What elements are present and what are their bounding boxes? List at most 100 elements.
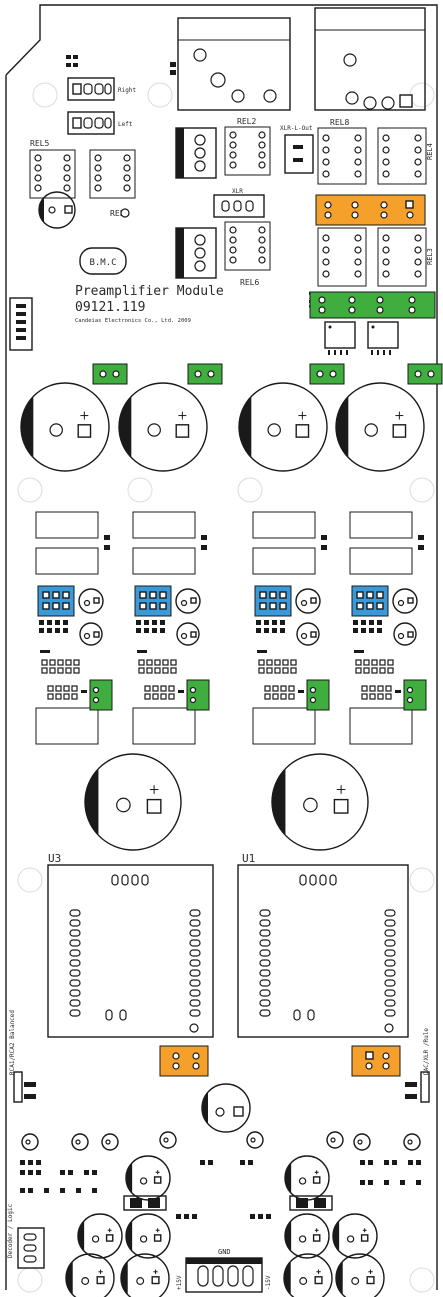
power-section-capacitors [20,1131,421,1297]
small-capacitor [296,622,320,646]
smd-component [240,1160,245,1165]
ic-pin [105,1009,113,1021]
board-copyright: Candeias Electronics Co., Ltd. 2009 [75,318,191,324]
relay-rel6: REL6 [224,221,271,287]
board-title: Preamplifier Module [75,284,224,299]
terminal-block-1 [175,127,217,179]
ic-pin [69,1009,81,1017]
ic-pin [189,919,201,927]
ic-pin [307,1009,315,1021]
smd-component [384,1180,389,1185]
label-xlr-out: XLR-L-Out [280,125,313,132]
green-header-top [309,291,436,319]
channel-modules [35,511,427,745]
smd-component [368,1160,373,1165]
ic-pin [299,874,307,886]
big-capacitor-4 [335,382,425,472]
soic-chip-1 [324,321,356,355]
small-capacitor [392,588,418,614]
tiny-capacitor-2 [71,1133,89,1151]
label-rel4: REL4 [426,143,434,160]
label-u1: U1 [242,852,255,865]
tiny-capacitor-5 [246,1131,264,1149]
ic-pin [189,1023,199,1033]
relay-rel5: REL5 [29,139,76,199]
ic-pin [131,874,139,886]
ic-pin [69,979,81,987]
label-minus15: -15V [265,1275,272,1290]
smd-component [258,1214,263,1219]
board-part-number: 09121.119 [75,300,145,315]
ic-pin [111,874,119,886]
ic-pin [384,989,396,997]
label-rel6: REL6 [240,278,259,287]
ic-pin [189,969,201,977]
label-decoder: Decoder / Logic [7,1203,14,1258]
switches-bottom [13,1071,430,1103]
ic-pin [141,874,149,886]
label-right: Right [118,87,136,94]
smd-component [36,1170,41,1175]
ic-pin [189,929,201,937]
label-left: Left [118,121,133,128]
small-capacitor [78,588,104,614]
smd-component [60,1188,65,1193]
smd-component [44,1188,49,1193]
big-capacitor-2 [118,382,208,472]
ic-pin [259,989,271,997]
smd-component [208,1160,213,1165]
smd-component [360,1160,365,1165]
logo-bmc: B.M.C [79,247,127,275]
ic-pin [259,949,271,957]
ic-pin [259,909,271,917]
smd-component [266,1214,271,1219]
power-capacitor-4 [125,1213,171,1259]
ic-pin [189,1009,201,1017]
smd-bars-bottom [123,1195,333,1211]
power-capacitor-5 [284,1213,330,1259]
ic-pin [259,959,271,967]
terminal-block-2 [175,227,217,279]
smd-component [416,1160,421,1165]
smd-component [184,1214,189,1219]
power-capacitor-9 [283,1253,333,1297]
power-capacitor-8 [120,1253,170,1297]
ic-pin [384,999,396,1007]
smd-component [200,1160,205,1165]
smd-component [360,1180,365,1185]
smd-component [176,1214,181,1219]
ic-module-u1: U1 [237,852,409,1038]
ic-pin [309,874,317,886]
smd-component [400,1180,405,1185]
tiny-capacitor-7 [353,1133,371,1151]
ic-pin [189,989,201,997]
ic-pin [189,939,201,947]
tiny-capacitor-6 [326,1131,344,1149]
label-u3: U3 [48,852,61,865]
smd-component [20,1160,25,1165]
ic-pin [69,999,81,1007]
ic-pin [259,939,271,947]
smd-component [28,1170,33,1175]
decoder-logic-header: Decoder / Logic [7,1203,45,1269]
ic-pin [384,979,396,987]
smd-component [60,1170,65,1175]
side-header-left [9,297,33,351]
smd-component [192,1214,197,1219]
capacitor-small-top [38,191,76,229]
orange-header-top [315,194,426,226]
tiny-capacitor-3 [101,1133,119,1151]
channel-module-4 [349,511,427,745]
ic-pin [189,909,201,917]
smd-component [20,1188,25,1193]
ic-pin [69,969,81,977]
smd-component [416,1180,421,1185]
ic-pin [69,959,81,967]
xlr-small-connector: XLR [213,188,265,218]
small-capacitor [295,588,321,614]
smd-component [408,1160,413,1165]
ic-pin [384,959,396,967]
label-rel5: REL5 [30,139,49,148]
ic-pin [259,929,271,937]
ic-pin [189,999,201,1007]
